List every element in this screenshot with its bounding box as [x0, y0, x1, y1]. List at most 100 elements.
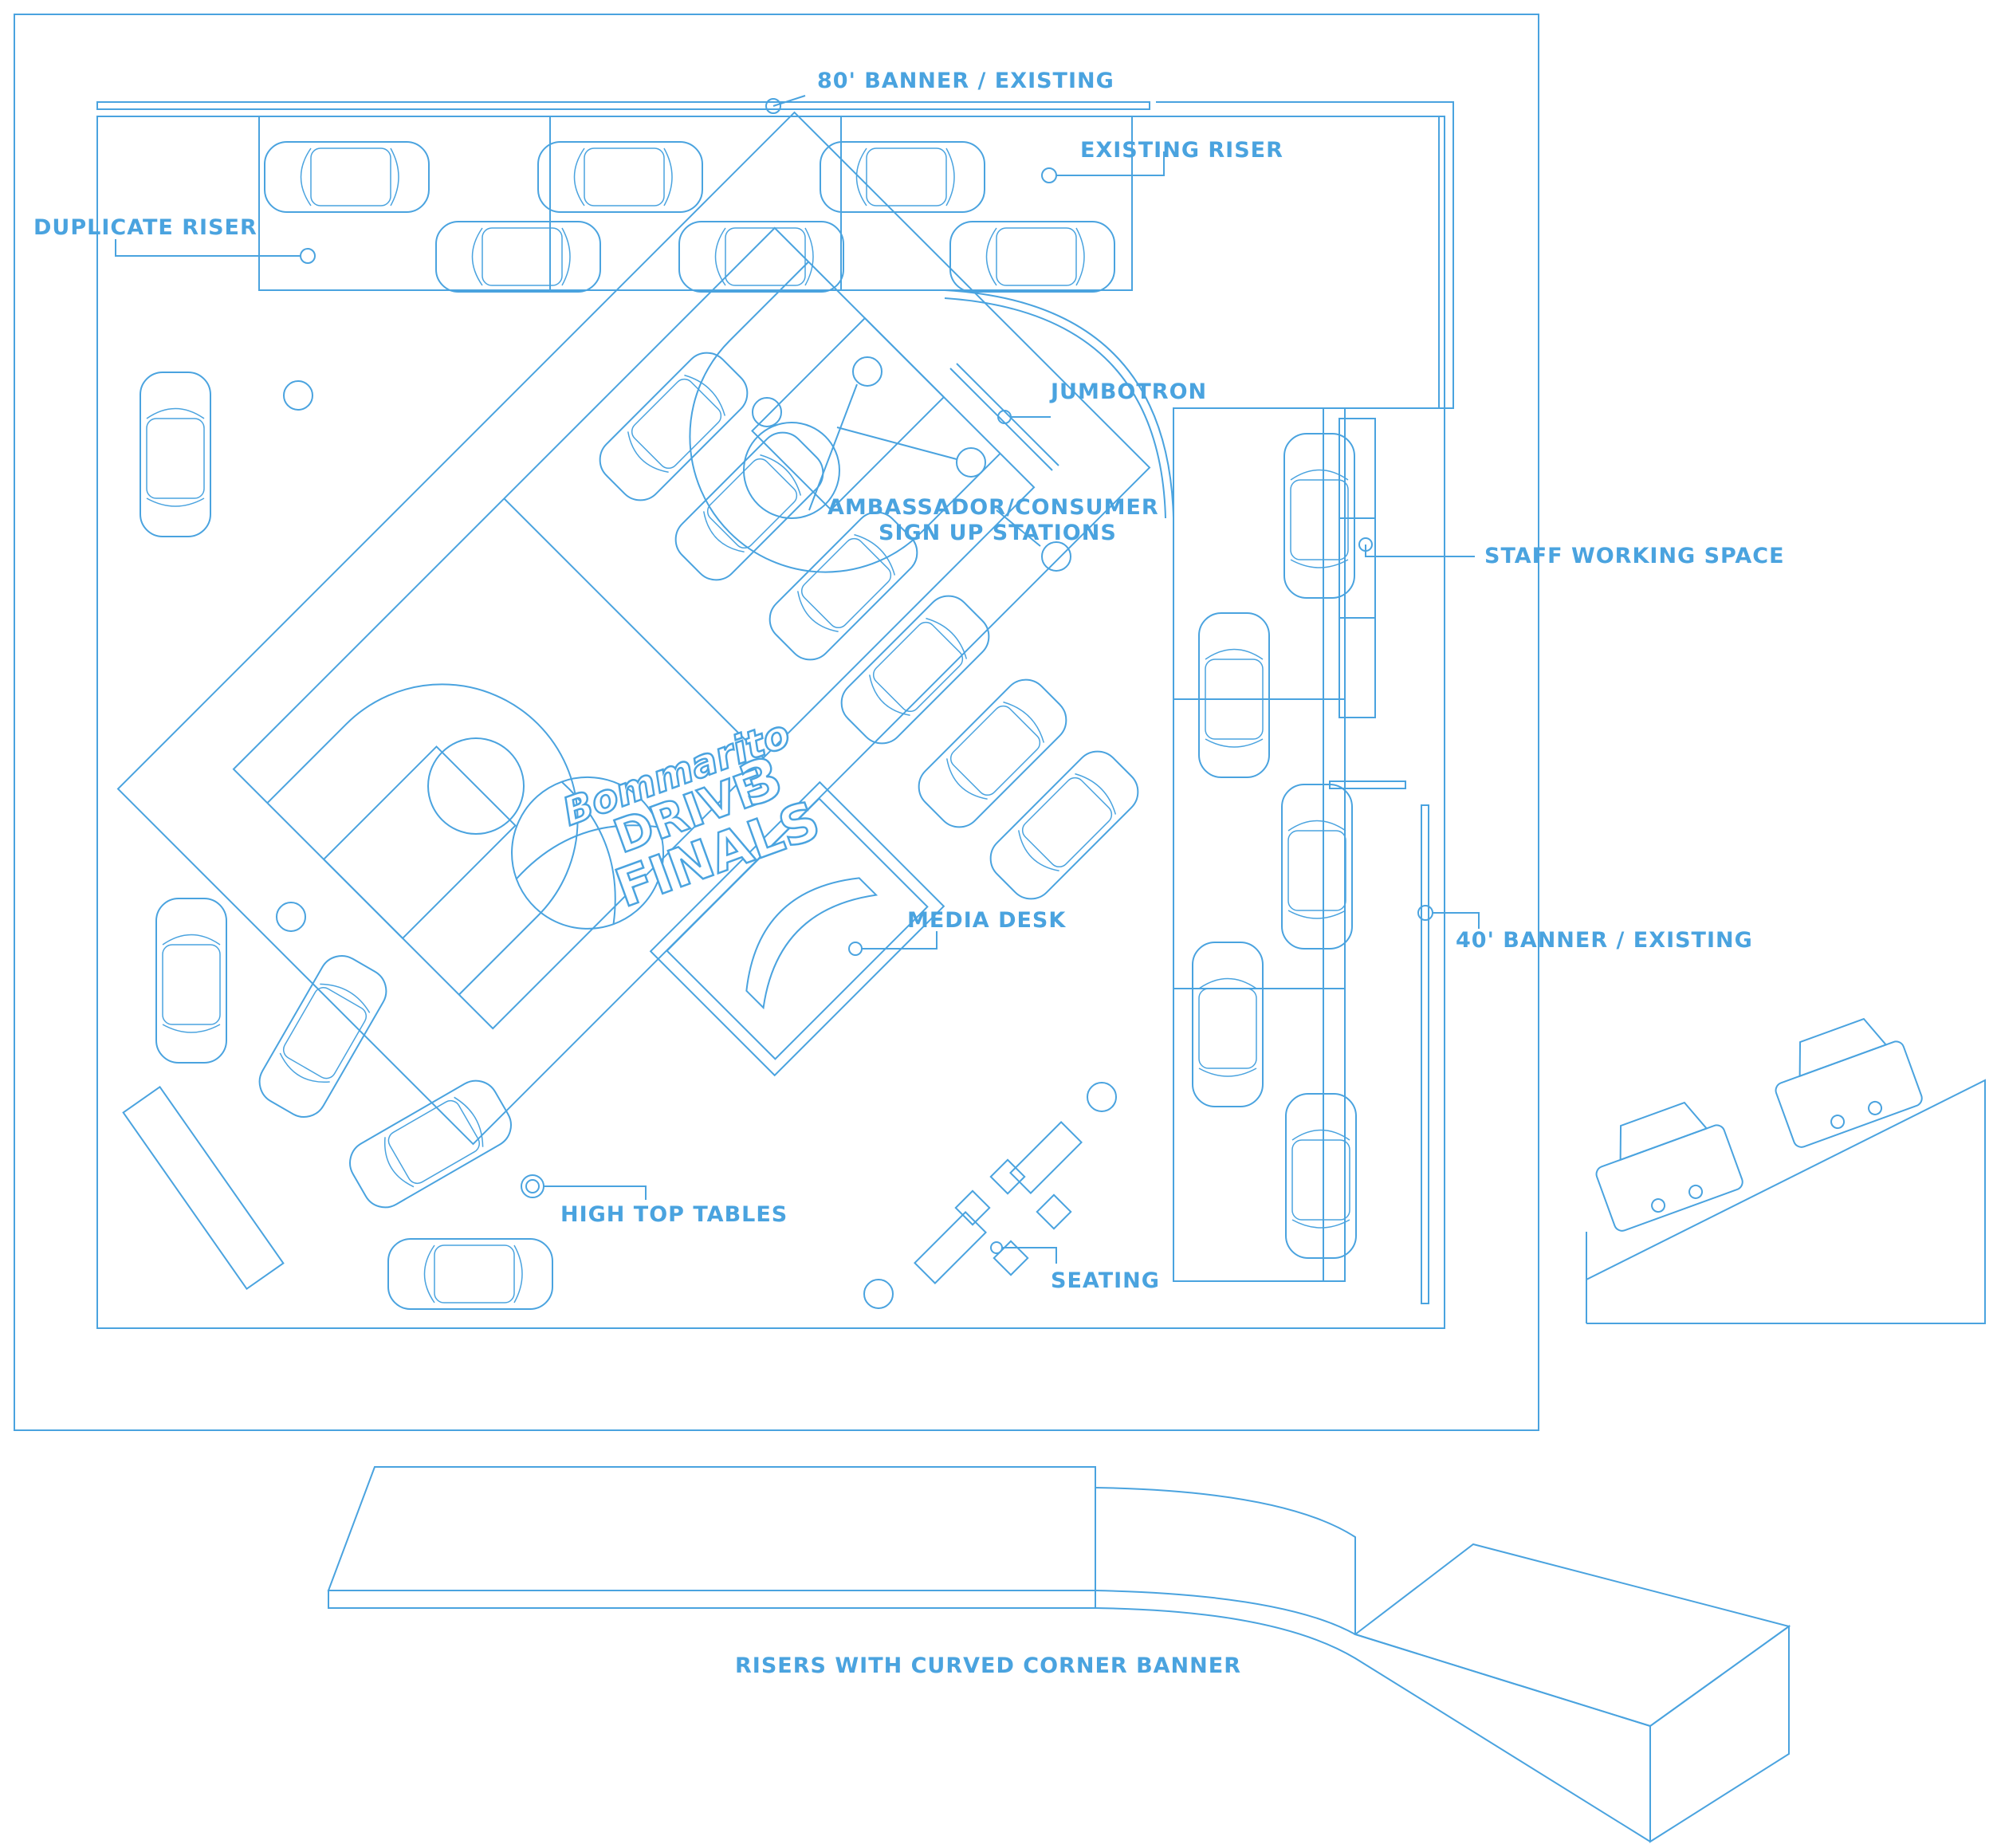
seat-icon — [914, 1211, 987, 1284]
car-icon — [678, 221, 844, 293]
label-staff-working-space: STAFF WORKING SPACE — [1484, 544, 1785, 568]
car-icon — [1192, 942, 1264, 1107]
bench — [122, 1085, 285, 1291]
ambassador-leader — [996, 509, 1041, 547]
label-ambassador-1: AMBASSADOR/CONSUMER — [827, 495, 1159, 520]
curved-corner-banner — [944, 289, 1174, 519]
banner-40-marker — [1417, 905, 1433, 921]
curved-corner-banner-inner — [944, 297, 1166, 519]
car-icon — [264, 141, 430, 213]
riser-block-right-edge — [1354, 1634, 1651, 1727]
label-jumbotron: JUMBOTRON — [1049, 379, 1207, 404]
car-icon — [674, 431, 824, 581]
jumbotron — [956, 363, 1059, 466]
car-icon — [1198, 612, 1270, 778]
seating-marker — [990, 1241, 1003, 1254]
car-icon — [769, 511, 918, 661]
banner-40-bar — [1421, 804, 1429, 1304]
car-icon — [155, 898, 227, 1064]
car-icon — [258, 955, 387, 1118]
key-top — [751, 317, 945, 511]
basketball-logo-seam — [516, 824, 659, 880]
label-existing-riser: EXISTING RISER — [1080, 138, 1283, 163]
staff-working-space — [1338, 418, 1376, 718]
seat-icon — [1036, 1193, 1072, 1230]
car-icon — [387, 1238, 553, 1310]
car-icon — [1595, 1101, 1743, 1232]
cars-group — [140, 141, 1357, 1310]
basketball-logo-seam — [560, 780, 616, 925]
curved-banner-top — [1095, 1487, 1356, 1634]
car-icon — [599, 352, 749, 501]
car-icon — [1775, 1017, 1923, 1148]
signup-station — [752, 397, 782, 427]
signup-station — [956, 447, 986, 478]
banner-40-leader — [1433, 912, 1480, 929]
ambassador-leader — [808, 383, 858, 511]
car-icon — [435, 221, 601, 293]
riser-block-left-front — [328, 1590, 1096, 1609]
banner-80-marker — [765, 98, 781, 114]
duplicate-riser-leader — [115, 239, 300, 257]
bench-body — [122, 1085, 285, 1291]
label-ambassador-2: SIGN UP STATIONS — [879, 521, 1117, 545]
media-desk-table — [745, 877, 879, 1010]
jumbotron — [949, 368, 1053, 471]
high-top-leader — [544, 1185, 647, 1200]
label-seating: SEATING — [1051, 1268, 1160, 1293]
high-top-table-icon — [863, 1279, 894, 1309]
high-top-table-icon — [521, 1174, 544, 1198]
label-media-desk: MEDIA DESK — [907, 908, 1066, 933]
seat-icon — [993, 1240, 1029, 1276]
seat-icon — [954, 1189, 991, 1226]
seating-leader — [1002, 1247, 1057, 1264]
signup-station — [852, 356, 883, 387]
car-icon — [949, 221, 1115, 293]
duplicate-riser-area — [258, 116, 1133, 291]
existing-riser-leader — [1056, 151, 1165, 176]
center-line — [503, 497, 765, 759]
curved-banner-mid — [1095, 1590, 1356, 1635]
seat-icon — [989, 1158, 1026, 1195]
free-throw-circle-bottom — [427, 737, 525, 835]
car-icon — [537, 141, 703, 213]
free-throw-circle-top — [742, 422, 840, 520]
car-icon — [1283, 433, 1355, 599]
high-top-table-icon — [276, 902, 306, 932]
basketball-court-group — [116, 111, 1151, 1146]
ramp-perspective-drawing — [1586, 1017, 1986, 1324]
label-duplicate-riser: DUPLICATE RISER — [33, 215, 257, 240]
car-icon — [349, 1079, 512, 1209]
banner-80-leader — [772, 95, 806, 107]
right-riser — [1173, 407, 1346, 1282]
media-desk-platform — [649, 780, 945, 1077]
car-icon — [989, 750, 1139, 900]
media-desk-marker — [848, 942, 863, 956]
car-icon — [1285, 1093, 1357, 1259]
high-top-table-icon — [1087, 1082, 1117, 1112]
existing-riser-marker — [1041, 167, 1057, 183]
signup-station — [1041, 541, 1071, 572]
label-high-top-tables: HIGH TOP TABLES — [560, 1202, 788, 1227]
media-desk-leader — [862, 931, 938, 950]
car-icon — [140, 372, 211, 537]
staff-leader — [1365, 545, 1475, 557]
riser-perspective-drawing — [327, 1466, 1791, 1843]
riser-block-right-side — [1649, 1625, 1790, 1843]
ambassador-leader — [836, 427, 957, 460]
car-icon — [840, 595, 990, 745]
media-desk-inner — [666, 797, 929, 1060]
key-bottom — [322, 745, 517, 940]
high-top-table-icon — [283, 380, 313, 411]
label-40-banner: 40' BANNER / EXISTING — [1456, 928, 1753, 953]
seat-icon — [1009, 1121, 1083, 1194]
seating-group — [914, 1121, 1083, 1284]
car-icon — [918, 678, 1067, 828]
three-point-arc-bottom — [266, 683, 579, 996]
media-desk — [649, 780, 945, 1077]
banner-80-bar — [96, 101, 1150, 110]
high-top-table-icon — [525, 1179, 540, 1193]
label-risers-curved: RISERS WITH CURVED CORNER BANNER — [735, 1653, 1241, 1678]
